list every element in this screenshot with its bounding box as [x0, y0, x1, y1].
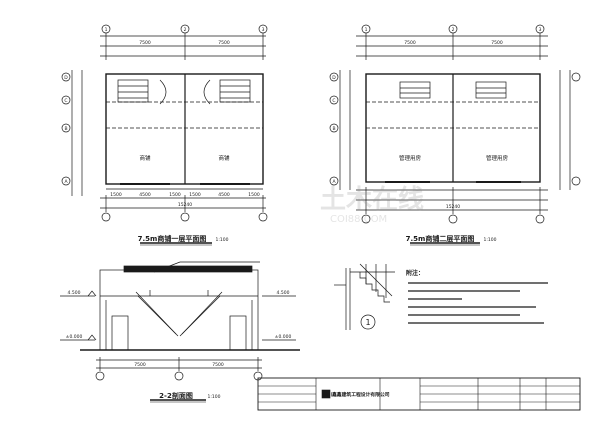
plan1-overall-dim: 15240 — [178, 202, 192, 208]
plan2-overall-dim: 15240 — [446, 204, 460, 210]
section-level-ground-right: ±0.000 — [275, 334, 292, 340]
plan2-grid-d: A — [332, 179, 336, 185]
second-floor-plan — [329, 24, 581, 246]
section-level-upper: 4.500 — [68, 290, 81, 296]
notes-heading: 附注： — [406, 269, 424, 277]
plan1-grid-a: D — [64, 75, 68, 81]
plan1-title: 7.5m商铺一层平面图 — [138, 234, 207, 243]
plan2-top-dim-2: 7500 — [491, 40, 503, 46]
plan2-scale: 1:100 — [484, 237, 497, 243]
plan1-bottom-dim-6: 1500 — [248, 192, 260, 198]
plan2-title: 7.5m商铺二层平面图 — [406, 234, 475, 243]
plan1-bottom-dim-2: 4500 — [139, 192, 151, 198]
detail-marker: 1 — [365, 318, 370, 327]
title-block-company: 四川鑫鑫建筑工程设计有限公司 — [322, 391, 389, 398]
plan2-grid-3: 3 — [539, 27, 542, 33]
plan1-bottom-dim-4: 1500 — [189, 192, 201, 198]
plan2-top-dim-1: 7500 — [404, 40, 416, 46]
plan2-grid-b: C — [332, 98, 335, 104]
plan1-grid-d: A — [64, 179, 68, 185]
section-level-ground: ±0.000 — [66, 334, 83, 340]
plan1-top-dim-2: 7500 — [218, 40, 230, 46]
watermark: 土木在线 COI88.COM — [320, 185, 424, 225]
plan2-room-right: 管理用房 — [486, 154, 509, 162]
stair-detail — [334, 263, 395, 330]
plan1-grid-b: C — [64, 98, 67, 104]
plan2-grid-c: B — [332, 126, 335, 132]
first-floor-plan — [61, 24, 268, 246]
section-scale: 1:100 — [208, 394, 221, 400]
plan1-grid-c: B — [64, 126, 67, 132]
plan1-room-right: 商铺 — [218, 154, 230, 162]
title-block — [257, 377, 581, 411]
section-dim-2: 7500 — [212, 362, 224, 368]
watermark-name: 土木在线 — [320, 185, 424, 215]
plan1-grid-1: 1 — [105, 27, 108, 33]
section-title: 2-2剖面图 — [159, 391, 193, 400]
notes-body — [408, 282, 548, 324]
plan1-grid-2: 2 — [184, 27, 187, 33]
plan1-grid-3: 3 — [262, 27, 265, 33]
plan1-top-dim-1: 7500 — [139, 40, 151, 46]
plan2-grid-2: 2 — [452, 27, 455, 33]
plan1-bottom-dim-1: 1500 — [110, 192, 122, 198]
section-level-upper-right: 4.500 — [277, 290, 290, 296]
plan1-scale: 1:100 — [216, 237, 229, 243]
plan1-room-left: 商铺 — [139, 154, 151, 162]
plan2-room-left: 管理用房 — [399, 154, 422, 162]
plan1-bottom-dim-5: 4500 — [218, 192, 230, 198]
plan2-grid-1: 1 — [365, 27, 368, 33]
plan2-grid-a: D — [332, 75, 336, 81]
watermark-domain: COI88.COM — [330, 214, 387, 225]
plan1-bottom-dim-3: 1500 — [169, 192, 181, 198]
section-dim-1: 7500 — [134, 362, 146, 368]
